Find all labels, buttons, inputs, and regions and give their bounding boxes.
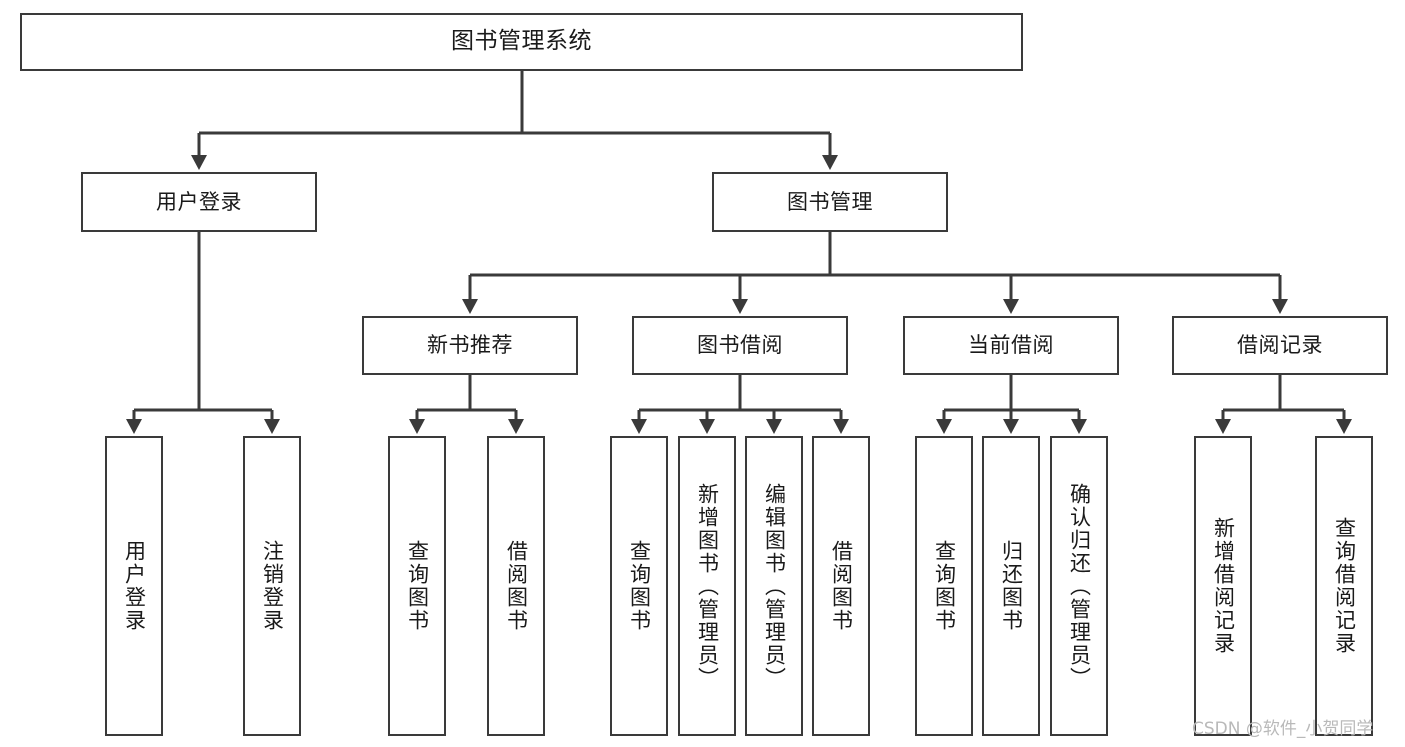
node-label: 查询借阅记录 — [1332, 517, 1357, 655]
node-leaf-return-book[interactable]: 归还图书 — [982, 436, 1040, 736]
edge-arrowhead — [1003, 419, 1019, 434]
csdn-watermark: CSDN @软件_小贺同学 — [1192, 719, 1374, 739]
node-leaf-borrow-book-2[interactable]: 借阅图书 — [812, 436, 870, 736]
node-label: 新增借阅记录 — [1211, 517, 1236, 655]
edge-arrowhead — [191, 155, 207, 170]
edge-arrowhead — [766, 419, 782, 434]
edge-arrowhead — [833, 419, 849, 434]
node-label: 注销登录 — [260, 540, 285, 632]
edge-arrowhead — [732, 299, 748, 314]
edge-arrowhead — [631, 419, 647, 434]
node-leaf-query-book-1[interactable]: 查询图书 — [388, 436, 446, 736]
edge-arrowhead — [126, 419, 142, 434]
node-leaf-query-record[interactable]: 查询借阅记录 — [1315, 436, 1373, 736]
node-leaf-user-login[interactable]: 用户登录 — [105, 436, 163, 736]
node-label: 确认归还（管理员） — [1067, 482, 1092, 690]
node-label: 新书推荐 — [427, 333, 513, 358]
node-label: 新增图书（管理员） — [695, 482, 720, 690]
node-label: 用户登录 — [156, 189, 242, 214]
node-leaf-borrow-book-1[interactable]: 借阅图书 — [487, 436, 545, 736]
node-leaf-add-book[interactable]: 新增图书（管理员） — [678, 436, 736, 736]
node-label: 图书管理 — [787, 189, 873, 214]
edge-arrowhead — [264, 419, 280, 434]
edge-arrowhead — [409, 419, 425, 434]
node-label: 归还图书 — [999, 540, 1024, 632]
node-leaf-logout[interactable]: 注销登录 — [243, 436, 301, 736]
node-label: 借阅图书 — [504, 540, 529, 632]
edge-arrowhead — [699, 419, 715, 434]
node-label: 查询图书 — [405, 540, 430, 632]
node-new-book-recommend[interactable]: 新书推荐 — [362, 316, 578, 375]
edge-arrowhead — [1003, 299, 1019, 314]
node-leaf-query-book-2[interactable]: 查询图书 — [610, 436, 668, 736]
edge-arrowhead — [462, 299, 478, 314]
node-leaf-query-book-3[interactable]: 查询图书 — [915, 436, 973, 736]
node-root[interactable]: 图书管理系统 — [20, 13, 1023, 71]
node-leaf-add-record[interactable]: 新增借阅记录 — [1194, 436, 1252, 736]
node-label: 当前借阅 — [968, 333, 1054, 358]
node-borrow-record[interactable]: 借阅记录 — [1172, 316, 1388, 375]
node-label: 图书借阅 — [697, 333, 783, 358]
edge-arrowhead — [936, 419, 952, 434]
node-label: 图书管理系统 — [451, 28, 592, 55]
node-label: 用户登录 — [122, 540, 147, 632]
node-leaf-edit-book[interactable]: 编辑图书（管理员） — [745, 436, 803, 736]
node-current-borrow[interactable]: 当前借阅 — [903, 316, 1119, 375]
node-label: 借阅记录 — [1237, 333, 1323, 358]
node-label: 编辑图书（管理员） — [762, 482, 787, 690]
node-book-borrow[interactable]: 图书借阅 — [632, 316, 848, 375]
node-book-manage[interactable]: 图书管理 — [712, 172, 948, 232]
node-label: 借阅图书 — [829, 540, 854, 632]
edge-arrowhead — [1336, 419, 1352, 434]
edge-arrowhead — [508, 419, 524, 434]
node-label: 查询图书 — [627, 540, 652, 632]
node-user-login[interactable]: 用户登录 — [81, 172, 317, 232]
edge-arrowhead — [1272, 299, 1288, 314]
edge-arrowhead — [1071, 419, 1087, 434]
edge-arrowhead — [822, 155, 838, 170]
edge-arrowhead — [1215, 419, 1231, 434]
node-leaf-confirm-return[interactable]: 确认归还（管理员） — [1050, 436, 1108, 736]
node-label: 查询图书 — [932, 540, 957, 632]
